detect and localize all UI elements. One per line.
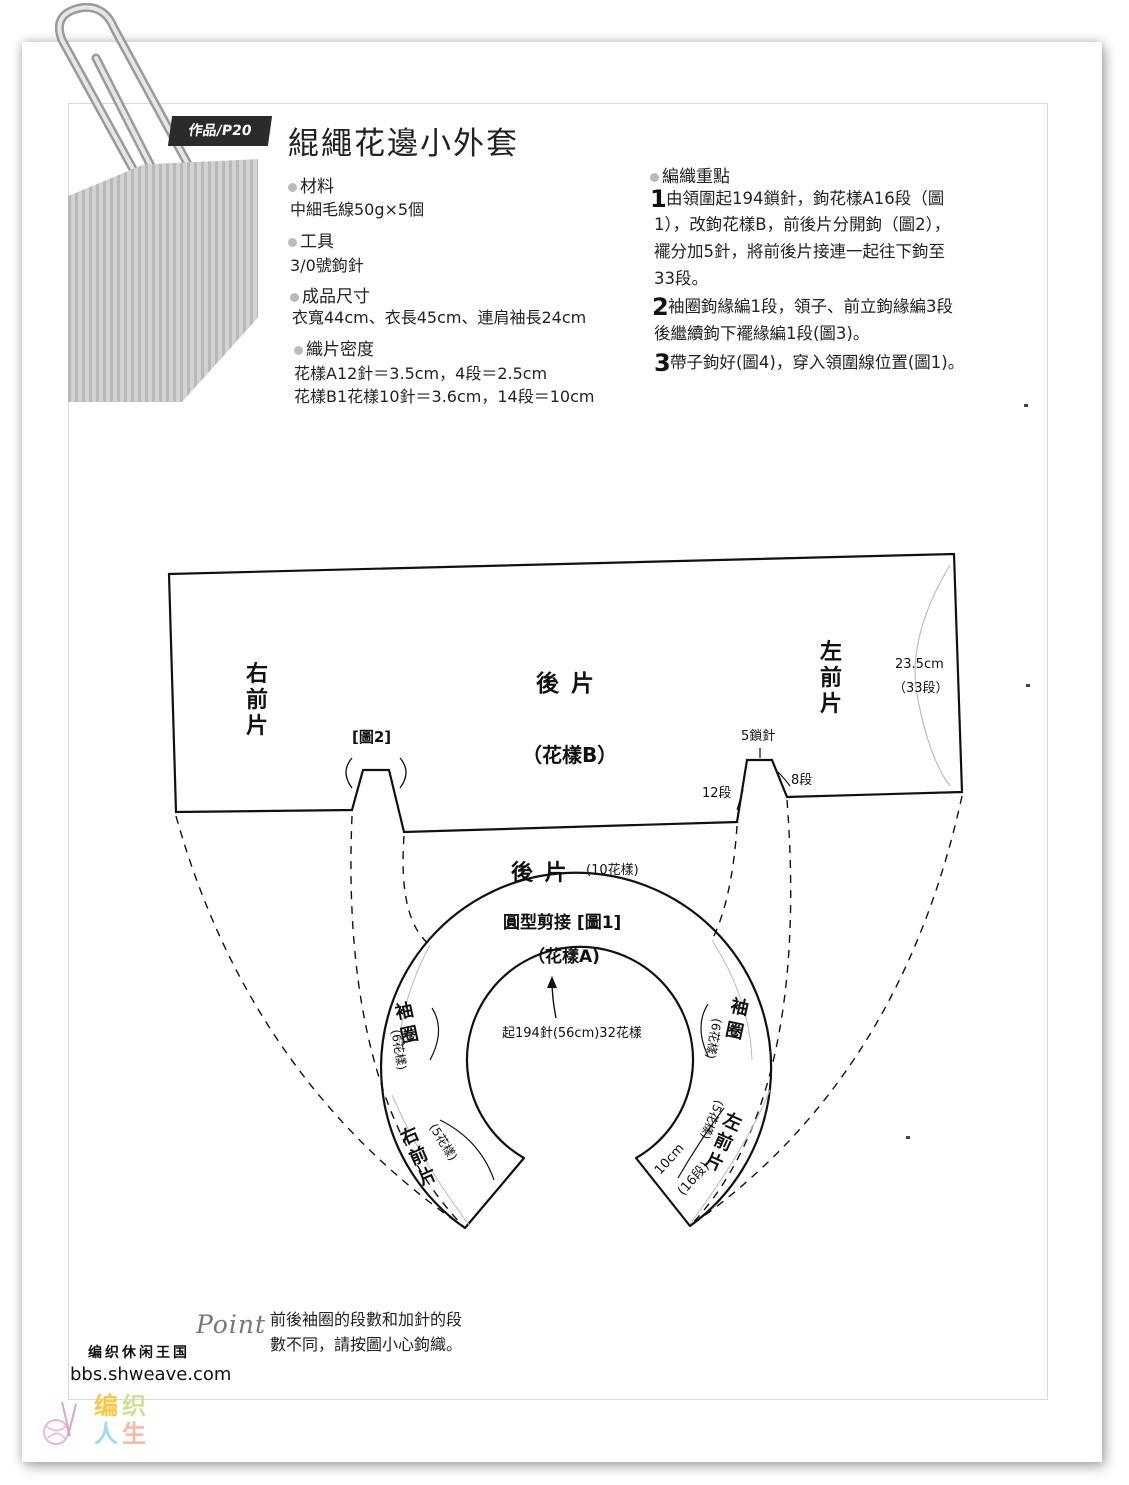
start-label: 起194針(56cm)32花樣 [502, 1026, 642, 1041]
right-front-label: 右前片 [246, 662, 269, 739]
point-word: Point [196, 1310, 267, 1339]
outer-dashed-right [689, 795, 963, 1227]
step-1-line-4: 33段。 [654, 269, 708, 288]
height-rows-label: （33段） [893, 681, 949, 696]
yoke-back-label: 後 片 [511, 861, 569, 886]
yoke-divider-left [391, 1094, 471, 1227]
height-cm-label: 23.5cm [895, 657, 944, 672]
logo-char-2: 织 [122, 1392, 146, 1420]
bracket-sleeve-left [429, 1007, 440, 1061]
step-3-line-1: 帶子鉤好(圖4)，穿入領圍線位置(圖1)。 [670, 353, 965, 372]
logo-char-1: 编 [94, 1392, 118, 1420]
yarn-icon [43, 1401, 77, 1445]
pattern-b-label: （花樣B） [522, 743, 618, 767]
spec-heading-material: 材料 [288, 172, 334, 197]
point-line-2: 數不同，請按圖小心鉤織。 [270, 1335, 463, 1354]
yoke-divider-top-left [397, 944, 431, 1061]
watermark-cn: 编织休闲王国 [88, 1345, 190, 1361]
rows-arrow-right [777, 771, 791, 787]
mid-dashed-left [350, 815, 466, 1229]
logo-char-4: 生 [122, 1420, 146, 1448]
inner-dashed-left [402, 835, 431, 946]
step-2-line-2: 後繼續鉤下襬緣編1段(圖3)。 [654, 324, 870, 343]
spec-heading-size: 成品尺寸 [290, 282, 370, 307]
spec-heading-tool: 工具 [288, 227, 334, 252]
yoke-divider-right [689, 1089, 771, 1225]
fig2-label: [圖2] [352, 728, 392, 746]
speck [1024, 404, 1028, 407]
yoke-back-count: (10花樣) [586, 863, 639, 878]
step-3-number: 3 [654, 349, 671, 377]
fig2-arrow-right [399, 757, 407, 789]
yoke-title: 圓型剪接 [圖1] [503, 913, 622, 933]
spec-gauge-line-2: 花樣B1花樣10針＝3.6cm，14段＝10cm [294, 387, 595, 406]
spec-heading-gauge: 織片密度 [294, 335, 374, 360]
five-chain-label: 5鎖針 [741, 729, 776, 744]
rows-arrow-left [736, 789, 744, 811]
yoke-outline [380, 871, 773, 1230]
spec-size-value: 衣寬44cm、衣長45cm、連肩袖長24cm [292, 308, 587, 327]
start-arrow-head [547, 976, 557, 988]
step-2-line-1: 袖圈鉤緣編1段，領子、前立鉤緣編3段 [668, 297, 953, 316]
step-1-line-1: 由領圍起194鎖針，鉤花樣A16段（圖 [666, 189, 945, 208]
spec-gauge-line-1: 花樣A12針＝3.5cm，4段＝2.5cm [294, 364, 548, 383]
back-label: 後 片 [536, 671, 597, 697]
knitting-points-heading: 編織重點 [650, 162, 730, 187]
speck [906, 1136, 910, 1139]
left-front-label: 左前片 [820, 640, 843, 717]
spec-tool-value: 3/0號鉤針 [290, 256, 364, 275]
bracket-rf [439, 1119, 495, 1181]
spec-material-value: 中細毛線50g×5個 [290, 200, 425, 219]
step-2-number: 2 [652, 293, 669, 321]
height-arc [914, 564, 951, 787]
inner-frame [68, 103, 1048, 1400]
step-1-number: 1 [650, 185, 667, 213]
step-1-line-2: 1），改鉤花樣B，前後片分開鉤（圖2）， [654, 215, 951, 234]
logo-char-3: 人 [94, 1420, 118, 1448]
inner-dashed-right [711, 825, 738, 941]
fig2-arrow-left [345, 757, 353, 789]
bracket-lf [677, 1107, 725, 1179]
watermark-url: bbs.shweave.com [70, 1364, 232, 1385]
step-1-line-3: 襬分加5針，將前後片接連一起往下鉤至 [654, 242, 945, 261]
mid-dashed-right [689, 799, 792, 1227]
point-line-1: 前後袖圈的段數和加針的段 [270, 1310, 463, 1329]
twelve-rows-label: 12段 [702, 786, 732, 801]
pattern-a-label: （花樣A) [528, 947, 600, 967]
page-title: 緄繩花邊小外套 [288, 126, 519, 162]
speck [1026, 684, 1030, 687]
outer-dashed-left [175, 815, 466, 1229]
eight-rows-label: 8段 [791, 773, 813, 788]
body-piece-outline [167, 552, 964, 834]
bracket-sleeve-right [700, 1003, 709, 1057]
yoke-divider-top-right [711, 939, 753, 1061]
site-logo: 编 织 人 生 [36, 1390, 166, 1462]
